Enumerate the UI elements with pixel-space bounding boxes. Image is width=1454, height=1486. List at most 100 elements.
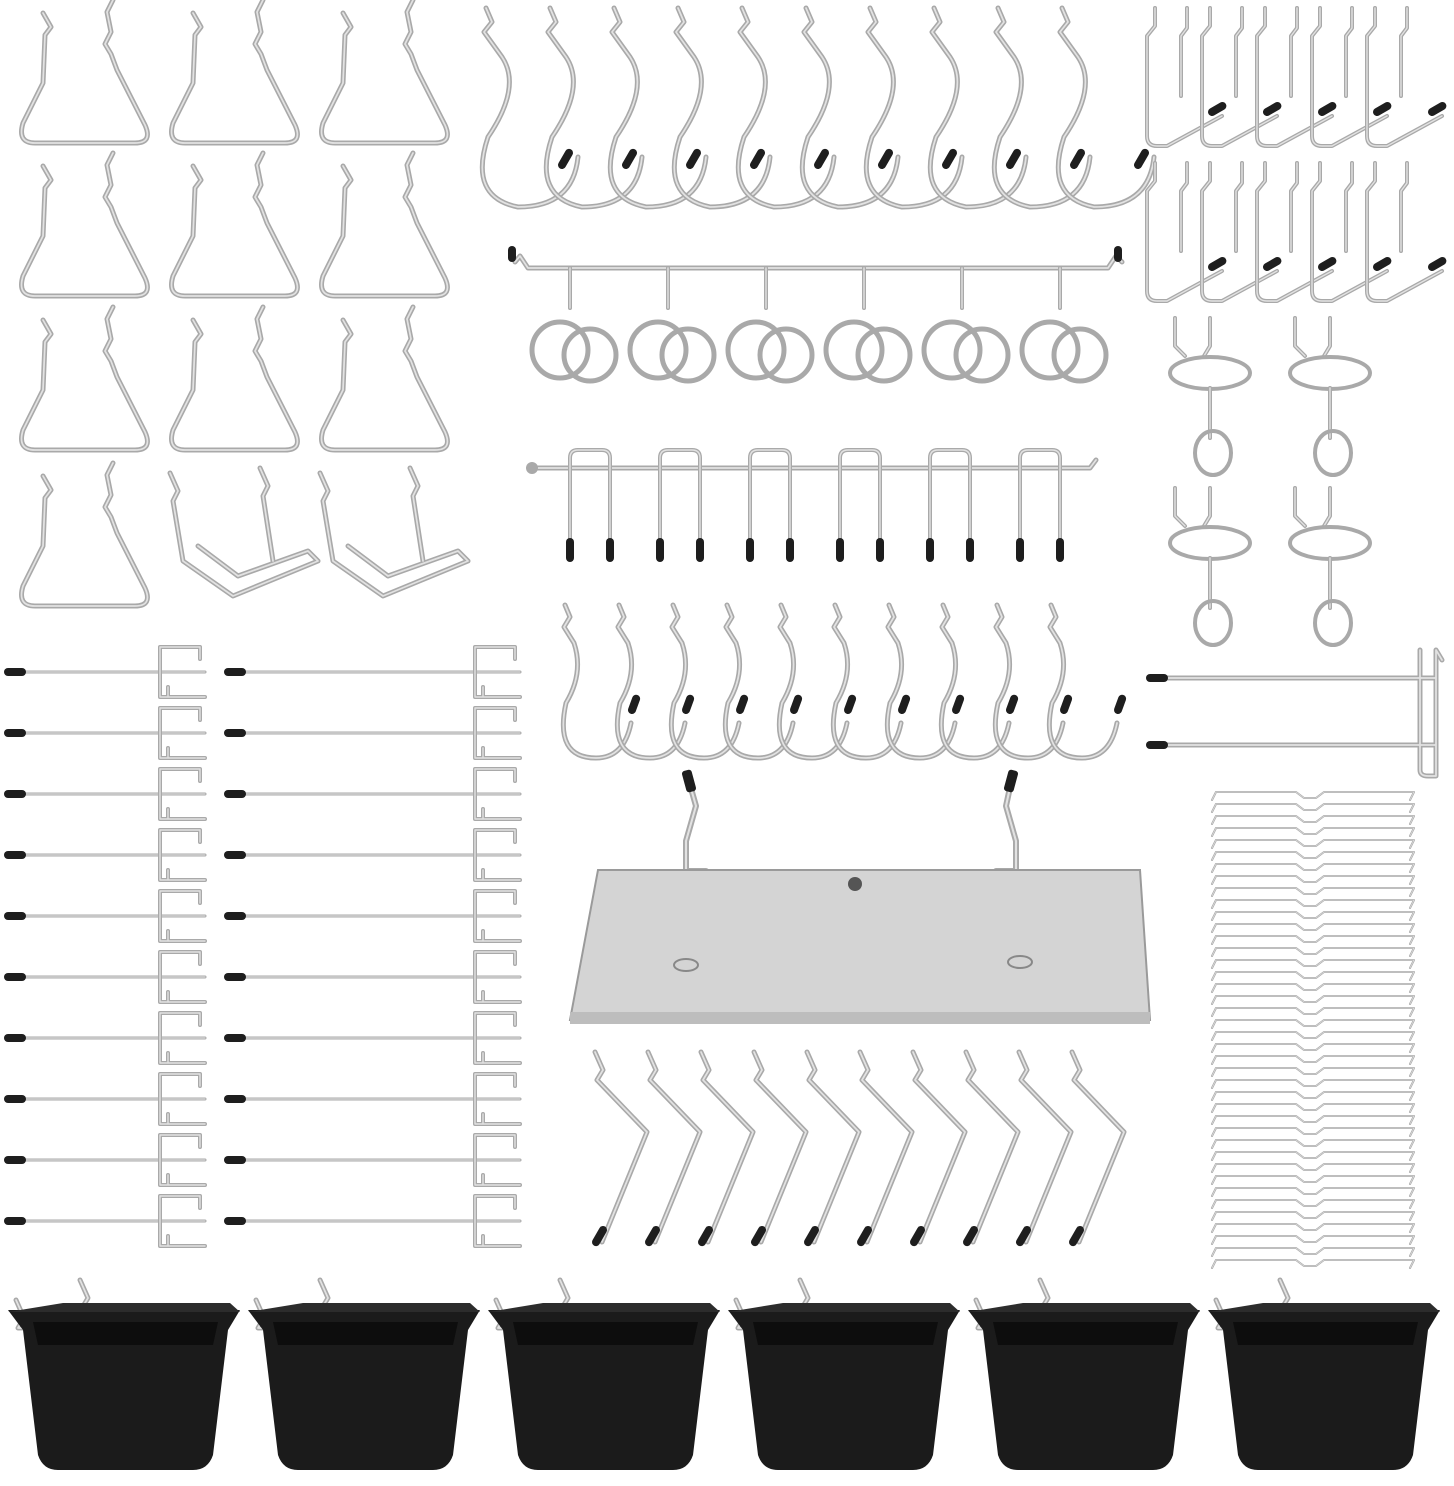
rubber-tip xyxy=(790,694,803,714)
peg-lock xyxy=(1211,1019,1415,1029)
rubber-tip xyxy=(1373,102,1392,116)
rubber-tip xyxy=(1003,769,1019,793)
straight-hook xyxy=(224,767,522,821)
rubber-tip xyxy=(814,148,829,169)
rubber-tip xyxy=(1114,694,1127,714)
small-l-hook xyxy=(1255,161,1337,303)
peg-lock xyxy=(1211,1031,1415,1041)
peg-lock xyxy=(1211,1007,1415,1017)
bin-body xyxy=(8,1310,240,1470)
ring-bar xyxy=(508,246,1125,384)
peg-lock xyxy=(1211,899,1415,909)
peg-lock xyxy=(1211,839,1415,849)
storage-bin xyxy=(248,1277,480,1470)
bin-body xyxy=(248,1310,480,1470)
small-l-hook xyxy=(1365,161,1447,303)
peg-lock xyxy=(1211,1067,1415,1077)
medium-j-hook xyxy=(668,602,749,761)
bin-rim xyxy=(728,1303,960,1312)
rubber-tip xyxy=(1318,102,1337,116)
straight-hook xyxy=(224,706,522,760)
rubber-tip xyxy=(963,1226,978,1247)
peg-lock xyxy=(1211,1115,1415,1125)
rubber-tip xyxy=(1069,1226,1084,1247)
loop-hook xyxy=(169,150,300,299)
peg-lock xyxy=(1211,827,1415,837)
peg-lock xyxy=(1211,1235,1415,1245)
ring xyxy=(823,319,885,381)
rubber-tip xyxy=(698,1226,713,1247)
peg-lock xyxy=(1211,1223,1415,1233)
peg-lock xyxy=(1211,1175,1415,1185)
angled-l-hook xyxy=(1069,1049,1127,1247)
ring xyxy=(659,326,717,384)
medium-j-hook xyxy=(992,602,1073,761)
rubber-tip xyxy=(857,1226,872,1247)
angled-loop-hook xyxy=(167,465,321,599)
angled-l-hook xyxy=(592,1049,650,1247)
angled-l-hook xyxy=(910,1049,968,1247)
peg-lock xyxy=(1211,1247,1415,1257)
peg-lock xyxy=(1211,791,1415,801)
metal-shelf xyxy=(568,769,1152,1024)
straight-hook xyxy=(4,889,207,943)
bin-opening xyxy=(1233,1322,1418,1345)
angled-l-hook xyxy=(698,1049,756,1247)
medium-j-hook xyxy=(938,602,1019,761)
rubber-tip xyxy=(1428,102,1447,116)
storage-bin xyxy=(8,1277,240,1470)
straight-hook xyxy=(4,1194,207,1248)
straight-hook xyxy=(4,645,207,699)
bin-body xyxy=(488,1310,720,1470)
ring xyxy=(1051,326,1109,384)
ring xyxy=(529,319,591,381)
rubber-tip xyxy=(1060,694,1073,714)
rubber-tip xyxy=(1373,257,1392,271)
rubber-tip xyxy=(1263,102,1282,116)
peg-lock xyxy=(1211,995,1415,1005)
straight-hook xyxy=(4,1011,207,1065)
loop-hook xyxy=(169,304,300,453)
ring xyxy=(1019,319,1081,381)
peg-lock xyxy=(1211,815,1415,825)
peg-lock xyxy=(1211,1151,1415,1161)
peg-lock xyxy=(1211,1103,1415,1113)
peg-lock xyxy=(1211,1139,1415,1149)
rubber-tip xyxy=(681,769,697,793)
straight-hook xyxy=(224,828,522,882)
straight-hook xyxy=(224,1133,522,1187)
peg-lock xyxy=(1211,1079,1415,1089)
peg-lock xyxy=(1211,1187,1415,1197)
spring-clip-hook xyxy=(1168,486,1252,647)
loop-hook xyxy=(319,150,450,299)
rubber-tip xyxy=(878,148,893,169)
rubber-tip xyxy=(1318,257,1337,271)
storage-bin xyxy=(488,1277,720,1470)
peg-lock xyxy=(1211,1163,1415,1173)
screw-hole xyxy=(848,877,862,891)
loop-hook xyxy=(19,460,150,609)
peg-lock xyxy=(1211,1043,1415,1053)
small-l-hook xyxy=(1310,161,1392,303)
bin-body xyxy=(728,1310,960,1470)
small-l-hook xyxy=(1310,6,1392,148)
straight-hook xyxy=(224,645,522,699)
bin-opening xyxy=(513,1322,698,1345)
angled-l-hook xyxy=(857,1049,915,1247)
medium-j-hook xyxy=(830,602,911,761)
bin-rim xyxy=(968,1303,1200,1312)
rubber-tip xyxy=(686,148,701,169)
rubber-tip xyxy=(682,694,695,714)
shelf-lip xyxy=(570,1012,1150,1024)
storage-bin xyxy=(1208,1277,1440,1470)
straight-hook xyxy=(4,767,207,821)
peg-lock xyxy=(1211,875,1415,885)
straight-hook xyxy=(224,950,522,1004)
peg-lock xyxy=(1211,851,1415,861)
large-j-hook xyxy=(1055,5,1157,210)
straight-hook xyxy=(4,1133,207,1187)
loop-hook xyxy=(19,150,150,299)
peg-lock xyxy=(1211,947,1415,957)
rubber-tip xyxy=(645,1226,660,1247)
